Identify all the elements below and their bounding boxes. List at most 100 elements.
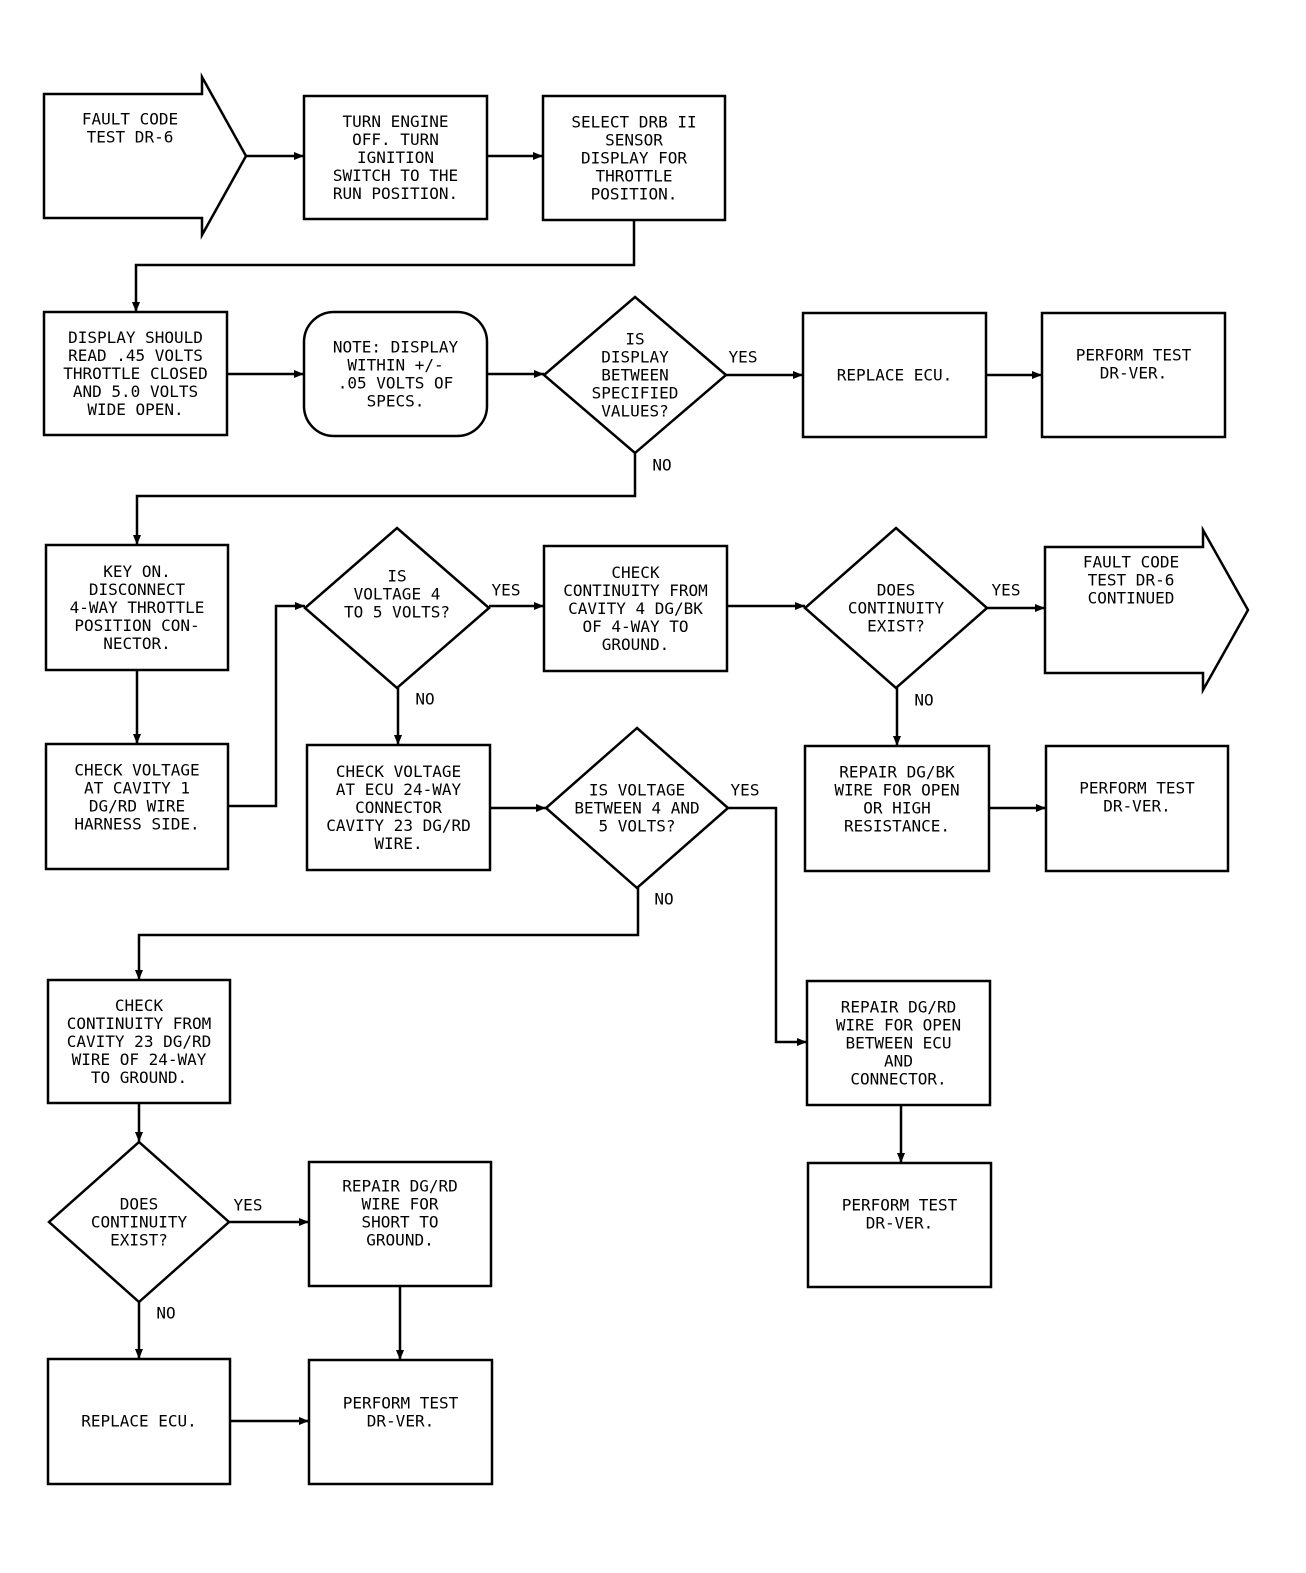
check-volt-ecu-text: CAVITY 23 DG/RD [326, 816, 471, 835]
check-volt-ecu-text: WIRE. [374, 834, 422, 853]
perform-3-text: PERFORM TEST [842, 1196, 958, 1215]
arrowhead [135, 1349, 143, 1359]
is-display-text: BETWEEN [601, 366, 668, 385]
arrowhead [793, 371, 803, 379]
note-text: .05 VOLTS OF [338, 374, 454, 393]
perform-3-text: DR-VER. [866, 1214, 933, 1233]
select-drb-text: SENSOR [605, 131, 663, 150]
is-display-text: VALUES? [601, 402, 668, 421]
arrowhead [295, 602, 305, 610]
repair-dgrd-short-text: GROUND. [366, 1231, 433, 1250]
key-on-text: 4-WAY THROTTLE [70, 598, 205, 617]
check-cont-cav23-box [46, 978, 232, 1105]
check-cont-cav23-text: CONTINUITY FROM [67, 1014, 212, 1033]
edge-label-yes: YES [729, 348, 758, 367]
edge-label-no: NO [415, 690, 434, 709]
select-drb-text: THROTTLE [595, 167, 672, 186]
perform-3-box [806, 1161, 993, 1289]
check-cont-cav4-text: OF 4-WAY TO [583, 617, 689, 636]
is-voltage-between-text: BETWEEN 4 AND [574, 799, 699, 818]
is-voltage-between-text: IS VOLTAGE [589, 781, 685, 800]
check-volt-cav1-text: DG/RD WIRE [89, 797, 185, 816]
key-on-text: DISCONNECT [89, 580, 186, 599]
check-cont-cav4-box [542, 544, 729, 673]
key-on-text: NECTOR. [103, 634, 170, 653]
repair-dgrd-open-box [805, 979, 992, 1107]
arrowhead [294, 152, 304, 160]
repair-dgbk-text: WIRE FOR OPEN [834, 781, 959, 800]
turn-off-text: IGNITION [357, 148, 434, 167]
select-drb-text: SELECT DRB II [571, 113, 696, 132]
check-volt-ecu-text: AT ECU 24-WAY [336, 780, 462, 799]
perform-4-text: PERFORM TEST [343, 1394, 459, 1413]
arrowhead [299, 1218, 309, 1226]
key-on-text: POSITION CON- [74, 616, 199, 635]
check-cont-cav23-text: WIRE OF 24-WAY [72, 1050, 207, 1069]
arrowhead [795, 602, 805, 610]
check-cont-cav23-text: CHECK [115, 996, 164, 1015]
edge-label-yes: YES [992, 581, 1021, 600]
display-should-text: WIDE OPEN. [87, 400, 183, 419]
check-volt-cav1-text: AT CAVITY 1 [84, 779, 190, 798]
is-voltage-4-text: IS [387, 567, 406, 586]
check-volt-cav1-text: HARNESS SIDE. [74, 815, 199, 834]
start-text: TEST DR-6 [87, 128, 174, 147]
start-connector-arrow [42, 72, 248, 240]
does-cont-1-text: DOES [877, 581, 916, 600]
does-cont-2-text: DOES [120, 1195, 159, 1214]
connector-line [137, 888, 640, 980]
arrowhead [1032, 371, 1042, 379]
check-cont-cav4-text: CAVITY 4 DG/BK [568, 599, 703, 618]
check-cont-cav23-text: CAVITY 23 DG/RD [67, 1032, 212, 1051]
perform-4-text: DR-VER. [367, 1412, 434, 1431]
perform-1-text: DR-VER. [1100, 364, 1167, 383]
repair-dgrd-open-text: REPAIR DG/RD [841, 998, 957, 1017]
edge-label-yes: YES [492, 581, 521, 600]
arrowhead [133, 535, 141, 545]
edge-label-no: NO [914, 691, 933, 710]
edge-label-no: NO [654, 890, 673, 909]
repair-dgrd-open-text: BETWEEN ECU [846, 1034, 952, 1053]
check-volt-cav1-text: CHECK VOLTAGE [74, 761, 199, 780]
does-cont-1-text: EXIST? [867, 617, 925, 636]
is-voltage-4-text: TO 5 VOLTS? [344, 603, 450, 622]
check-cont-cav4-text: CHECK [611, 563, 660, 582]
flowchart-shapes [42, 72, 1250, 1486]
arrowhead [1035, 604, 1045, 612]
repair-dgrd-open-text: WIRE FOR OPEN [836, 1016, 961, 1035]
perform-2-box [1044, 744, 1230, 873]
is-display-text: IS [625, 330, 644, 349]
continued-text: CONTINUED [1088, 589, 1175, 608]
display-should-text: DISPLAY SHOULD [68, 328, 203, 347]
edge-label-yes: YES [731, 781, 760, 800]
arrowhead [1036, 804, 1046, 812]
display-should-text: READ .45 VOLTS [68, 346, 203, 365]
edge-label-no: NO [156, 1304, 175, 1323]
does-cont-2-text: CONTINUITY [91, 1213, 188, 1232]
arrowhead [536, 804, 546, 812]
does-cont-1-text: CONTINUITY [848, 599, 945, 618]
turn-off-text: OFF. TURN [352, 130, 439, 149]
select-drb-text: DISPLAY FOR [581, 149, 687, 168]
is-voltage-between-text: 5 VOLTS? [598, 817, 675, 836]
repair-dgrd-short-box [307, 1160, 493, 1288]
arrowhead [797, 1038, 807, 1046]
is-display-text: SPECIFIED [592, 384, 679, 403]
does-cont-2-text: EXIST? [110, 1231, 168, 1250]
check-cont-cav4-text: CONTINUITY FROM [563, 581, 708, 600]
key-on-box [44, 543, 230, 672]
note-text: NOTE: DISPLAY [333, 338, 459, 357]
is-voltage-4-text: VOLTAGE 4 [354, 585, 441, 604]
connector-line [228, 604, 305, 808]
check-volt-ecu-box [305, 743, 492, 872]
key-on-text: KEY ON. [103, 562, 170, 581]
connector-line [728, 806, 807, 1044]
continued-connector-arrow [1043, 525, 1250, 695]
arrowhead [396, 1350, 404, 1360]
flowchart-connectors [132, 152, 1046, 1425]
edge-label-no: NO [652, 456, 671, 475]
arrowhead [135, 1132, 143, 1142]
repair-dgrd-short-text: SHORT TO [361, 1213, 438, 1232]
replace-ecu-2-box [46, 1357, 232, 1486]
